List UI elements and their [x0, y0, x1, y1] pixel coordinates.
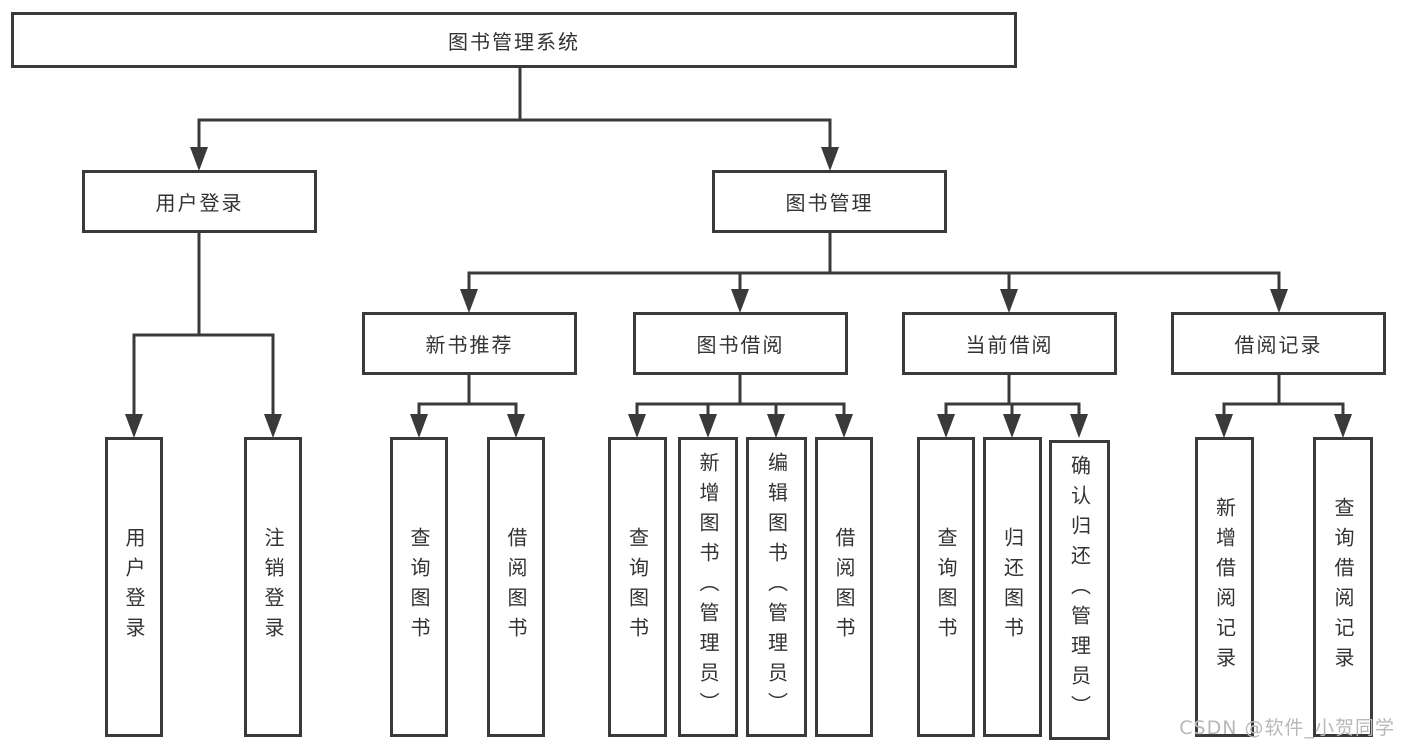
leaf-cb-query-books: 查询图书	[917, 437, 975, 737]
leaf-nb-query-books-label: 查询图书	[407, 527, 431, 647]
node-new-book-recommendation: 新书推荐	[362, 312, 577, 375]
leaf-cb-confirm-return-admin-label: 确认归还（管理员）	[1067, 455, 1092, 725]
leaf-bb-query-books-label: 查询图书	[625, 527, 650, 647]
leaf-nb-borrow-books: 借阅图书	[487, 437, 545, 737]
leaf-nb-query-books: 查询图书	[390, 437, 448, 737]
leaf-bb-edit-book-admin-label: 编辑图书（管理员）	[764, 452, 789, 722]
leaf-cb-return-books: 归还图书	[983, 437, 1042, 737]
leaf-logout: 注销登录	[244, 437, 302, 737]
leaf-nb-borrow-books-label: 借阅图书	[504, 527, 528, 647]
node-book-borrowing-label: 图书借阅	[696, 333, 785, 357]
node-new-book-recommendation-label: 新书推荐	[425, 333, 514, 357]
leaf-br-add-record-label: 新增借阅记录	[1212, 497, 1237, 677]
leaf-user-login-label: 用户登录	[122, 527, 146, 647]
leaf-cb-confirm-return-admin: 确认归还（管理员）	[1049, 440, 1110, 740]
leaf-bb-add-book-admin-label: 新增图书（管理员）	[696, 452, 720, 722]
node-book-management-label: 图书管理	[785, 191, 874, 215]
leaf-logout-label: 注销登录	[261, 527, 285, 647]
leaf-bb-add-book-admin: 新增图书（管理员）	[678, 437, 738, 737]
leaf-user-login: 用户登录	[105, 437, 163, 737]
node-root-label: 图书管理系统	[448, 29, 580, 54]
leaf-bb-borrow-books: 借阅图书	[815, 437, 873, 737]
node-current-borrowing: 当前借阅	[902, 312, 1117, 375]
node-root: 图书管理系统	[11, 12, 1017, 68]
node-user-login: 用户登录	[82, 170, 317, 233]
leaf-cb-return-books-label: 归还图书	[1000, 527, 1025, 647]
node-borrowing-records: 借阅记录	[1171, 312, 1386, 375]
leaf-bb-borrow-books-label: 借阅图书	[832, 527, 856, 647]
leaf-br-query-record-label: 查询借阅记录	[1331, 497, 1355, 677]
node-borrowing-records-label: 借阅记录	[1234, 333, 1323, 357]
node-book-borrowing: 图书借阅	[633, 312, 848, 375]
leaf-br-query-record: 查询借阅记录	[1313, 437, 1373, 737]
node-user-login-label: 用户登录	[155, 191, 244, 215]
leaf-bb-query-books: 查询图书	[608, 437, 667, 737]
csdn-watermark: CSDN @软件_小贺同学	[1179, 717, 1395, 739]
node-book-management: 图书管理	[712, 170, 947, 233]
leaf-br-add-record: 新增借阅记录	[1195, 437, 1254, 737]
leaf-cb-query-books-label: 查询图书	[934, 527, 958, 647]
leaf-bb-edit-book-admin: 编辑图书（管理员）	[746, 437, 807, 737]
node-current-borrowing-label: 当前借阅	[965, 333, 1054, 357]
